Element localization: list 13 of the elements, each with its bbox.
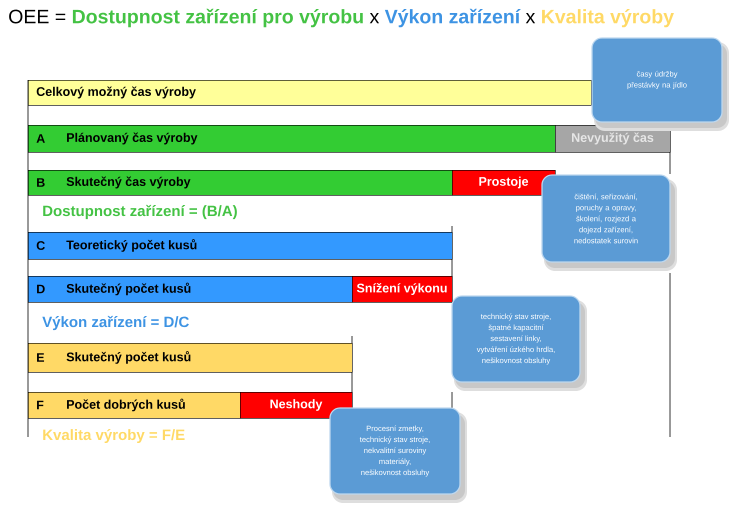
formula-text: Výkon zařízení = D/C [42, 316, 189, 330]
bar: F Počet dobrých kusů [28, 392, 241, 419]
title: OEE = Dostupnost zařízení pro výrobu x Výkon zařízení x Kvalita výroby [9, 8, 674, 28]
loss-segment: Snížení výkonu [352, 276, 453, 303]
loss-segment: Neshody [240, 392, 353, 419]
bar: E Skutečný počet kusů [28, 343, 353, 373]
bar: C Teoretický počet kusů [28, 232, 453, 260]
bar: A Plánovaný čas výroby [28, 125, 556, 153]
bar: Celkový možný čas výroby [28, 80, 592, 106]
bar: D Skutečný počet kusů [28, 276, 353, 303]
formula-text: Dostupnost zařízení = (B/A) [43, 204, 237, 220]
loss-segment: Prostoje [452, 170, 556, 196]
bar: B Skutečný čas výroby [28, 170, 453, 196]
